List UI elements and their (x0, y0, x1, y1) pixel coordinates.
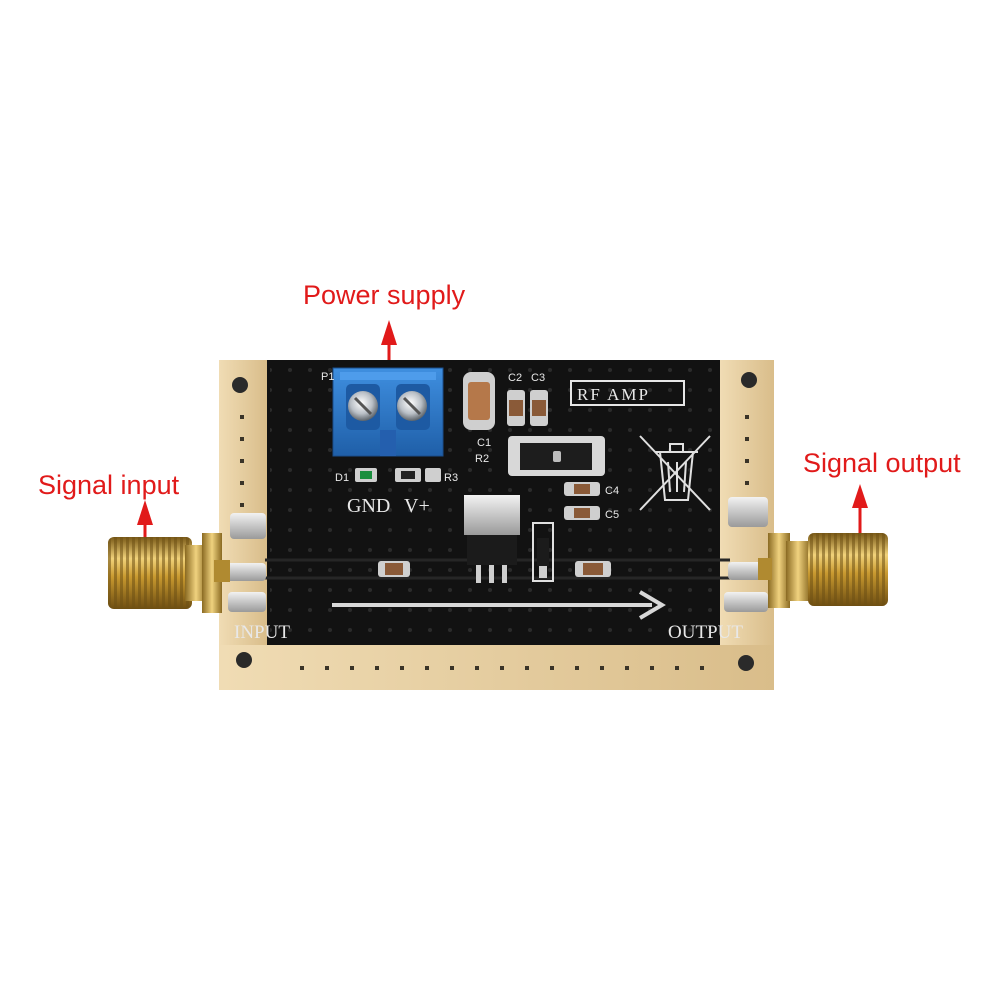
label-p1: P1 (321, 371, 334, 383)
sma-connector-input (108, 533, 230, 613)
label-c5: C5 (605, 509, 619, 521)
label-r2: R2 (475, 453, 489, 465)
callout-power-supply: Power supply (303, 280, 466, 310)
label-d1: D1 (335, 472, 349, 484)
label-c1: C1 (477, 437, 491, 449)
label-vplus: V+ (404, 495, 430, 517)
pcb-board: P1 C2 C3 C1 R2 D1 R3 C4 C5 GND V+ RF AMP… (219, 360, 774, 690)
amplifier-ic (464, 495, 520, 583)
label-c2: C2 (508, 372, 522, 384)
label-gnd: GND (347, 495, 390, 517)
callout-signal-output: Signal output (803, 448, 961, 478)
crossed-bin-icon (639, 435, 711, 511)
label-r3: R3 (444, 472, 458, 484)
label-input: INPUT (234, 622, 290, 643)
sma-connector-output (758, 533, 888, 608)
right-arrow-icon (332, 590, 666, 620)
capacitor-c1 (463, 372, 495, 430)
power-terminal-block (332, 367, 444, 457)
inductor (508, 436, 605, 476)
capacitor-c3 (530, 390, 548, 426)
callout-signal-input: Signal input (38, 470, 180, 500)
label-c3: C3 (531, 372, 545, 384)
capacitor-c2 (507, 390, 525, 426)
label-rf-amp: RF AMP (577, 385, 650, 404)
label-c4: C4 (605, 485, 619, 497)
label-output: OUTPUT (668, 622, 743, 643)
red-up-arrow-icon (852, 484, 868, 540)
